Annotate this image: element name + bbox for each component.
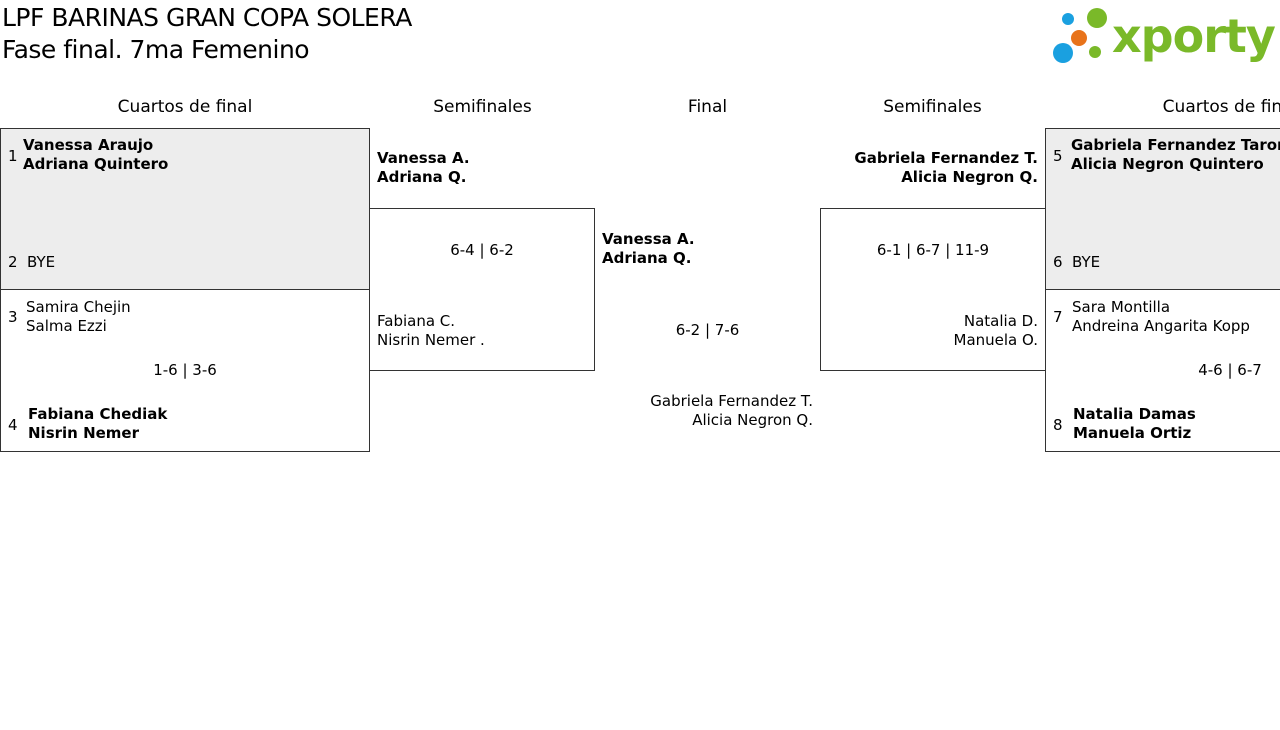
bye-label: BYE [1072, 253, 1101, 271]
player-name: Adriana Q. [602, 249, 692, 267]
player-name: Samira Chejin [26, 298, 131, 316]
player-name: Sara Montilla [1072, 298, 1171, 316]
logo-dot-orange [1071, 30, 1087, 46]
player-name: Natalia Damas [1073, 405, 1196, 423]
seed-number: 4 [8, 416, 18, 434]
player-name: Gabriela Fernandez T. [854, 149, 1038, 167]
round-header-right-semis: Semifinales [883, 97, 982, 117]
match-left-qf-2[interactable]: 3 Samira Chejin Salma Ezzi 1-6 | 3-6 4 F… [0, 289, 370, 452]
logo-dot-green [1089, 46, 1101, 58]
player-name: Adriana Q. [377, 168, 467, 186]
round-header-final: Final [687, 97, 728, 117]
title-line-1: LPF BARINAS GRAN COPA SOLERA [2, 3, 412, 32]
player-name: Alicia Negron Q. [901, 168, 1038, 186]
player-name: Manuela Ortiz [1073, 424, 1192, 442]
match-score: 6-2 | 7-6 [675, 321, 740, 339]
player-name: Vanessa A. [602, 230, 695, 248]
player-name: Nisrin Nemer [28, 424, 139, 442]
seed-number: 5 [1053, 147, 1063, 165]
bye-label: BYE [27, 253, 56, 271]
player-name: Alicia Negron Quintero [1071, 155, 1264, 173]
logo-text: xporty [1112, 9, 1276, 63]
seed-number: 1 [8, 147, 18, 165]
seed-number: 8 [1053, 416, 1063, 434]
player-name: Gabriela Fernandez T. [650, 392, 813, 410]
tournament-title: LPF BARINAS GRAN COPA SOLERA Fase final.… [2, 2, 412, 66]
match-left-qf-1[interactable]: 1 Vanessa Araujo Adriana Quintero 2 BYE [0, 128, 370, 290]
player-name: Natalia D. [963, 312, 1038, 330]
match-score: 4-6 | 6-7 [1198, 361, 1262, 379]
player-name: Alicia Negron Q. [692, 411, 813, 429]
match-right-qf-1[interactable]: 5 Gabriela Fernandez Taronna Alicia Negr… [1045, 128, 1280, 290]
player-name: Fabiana C. [377, 312, 456, 330]
match-left-sf[interactable]: 6-4 | 6-2 Fabiana C. Nisrin Nemer . [369, 208, 595, 371]
seed-number: 2 [8, 253, 18, 271]
player-name: Salma Ezzi [26, 317, 107, 335]
round-header-left-quarters: Cuartos de final [117, 97, 253, 117]
seed-number: 3 [8, 308, 18, 326]
match-right-qf-2[interactable]: 7 Sara Montilla Andreina Angarita Kopp 4… [1045, 289, 1280, 452]
player-name: Andreina Angarita Kopp [1072, 317, 1250, 335]
match-score: 6-1 | 6-7 | 11-9 [876, 241, 990, 259]
player-name: Fabiana Chediak [28, 405, 168, 423]
xporty-logo: xporty [1053, 8, 1277, 63]
match-score: 6-4 | 6-2 [450, 241, 514, 259]
seed-number: 6 [1053, 253, 1063, 271]
player-name: Manuela O. [953, 331, 1038, 349]
player-name: Gabriela Fernandez Taronna [1071, 136, 1280, 154]
match-score: 1-6 | 3-6 [153, 361, 217, 379]
match-final[interactable]: Vanessa A. Adriana Q. 6-2 | 7-6 Gabriela… [595, 220, 820, 440]
player-name: Vanessa Araujo [23, 136, 154, 154]
logo-dot-green-large [1087, 8, 1107, 28]
title-line-2: Fase final. 7ma Femenino [2, 35, 310, 64]
player-name: Vanessa A. [377, 149, 470, 167]
match-right-sf[interactable]: 6-1 | 6-7 | 11-9 Natalia D. Manuela O. [820, 208, 1046, 371]
logo-dot-blue-large [1053, 43, 1073, 63]
player-name: Nisrin Nemer . [377, 331, 485, 349]
player-name: Adriana Quintero [23, 155, 169, 173]
seed-number: 7 [1053, 308, 1063, 326]
round-header-left-semis: Semifinales [433, 97, 532, 117]
logo-dot-blue [1062, 13, 1074, 25]
round-header-right-quarters: Cuartos de final [1162, 97, 1280, 117]
